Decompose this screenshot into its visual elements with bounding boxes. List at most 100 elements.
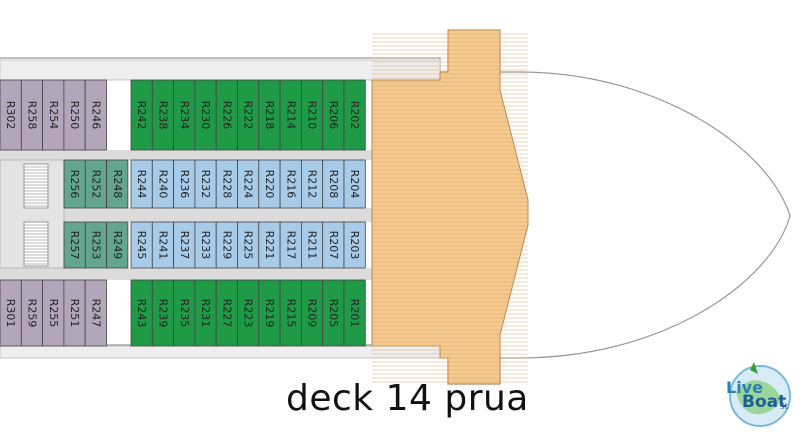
cabin-r237: R237 <box>173 221 196 269</box>
cabin-label: R232 <box>199 170 212 199</box>
cabin-label: R210 <box>306 101 319 130</box>
cabin-r229: R229 <box>215 221 238 269</box>
cabin-label: R235 <box>178 299 191 328</box>
cabin-label: R257 <box>68 231 81 260</box>
cabin-label: R238 <box>156 101 169 130</box>
cabin-r217: R217 <box>279 221 302 269</box>
cabin-r258: R258 <box>20 79 43 151</box>
cabin-r246: R246 <box>84 79 107 151</box>
cabin-r222: R222 <box>237 79 260 151</box>
globe-icon <box>729 362 791 427</box>
cabin-r220: R220 <box>258 159 281 209</box>
cabin-r238: R238 <box>151 79 175 151</box>
corridor-bottom <box>0 268 372 280</box>
cabin-r223: R223 <box>237 279 260 347</box>
cabin-label: R212 <box>306 170 319 199</box>
cabin-r256: R256 <box>63 159 86 209</box>
cabin-r203: R203 <box>343 221 366 269</box>
corridor-middle <box>0 208 372 222</box>
sundeck-planks <box>372 33 528 383</box>
cabin-label: R250 <box>68 101 81 130</box>
cabin-label: R256 <box>68 170 81 199</box>
cabin-r253: R253 <box>84 221 108 269</box>
liveboat-logo: Live Boat .it <box>718 356 798 434</box>
corridor-top <box>0 150 372 160</box>
cabin-r206: R206 <box>322 79 345 151</box>
cabin-r241: R241 <box>151 221 175 269</box>
cabin-label: R205 <box>327 299 340 328</box>
cabin-r254: R254 <box>42 79 65 151</box>
stairs <box>23 163 49 267</box>
cabin-label: R243 <box>135 299 148 328</box>
cabin-label: R222 <box>242 101 255 130</box>
cabin-r242: R242 <box>130 79 153 151</box>
cabin-r231: R231 <box>194 279 217 347</box>
cabin-label: R202 <box>348 101 361 130</box>
cabin-label: R221 <box>263 231 276 260</box>
cabin-r235: R235 <box>173 279 196 347</box>
cabin-label: R224 <box>242 170 255 199</box>
cabin-r257: R257 <box>63 221 86 269</box>
cabin-label: R216 <box>284 170 297 199</box>
cabin-label: R215 <box>284 299 297 328</box>
cabin-r227: R227 <box>215 279 238 347</box>
cabin-r221: R221 <box>258 221 281 269</box>
cabin-label: R242 <box>135 101 148 130</box>
cabin-r212: R212 <box>300 159 324 209</box>
cabin-label: R214 <box>284 101 297 130</box>
cabin-r239: R239 <box>151 279 175 347</box>
cabin-label: R219 <box>263 299 276 328</box>
cabin-r244: R244 <box>130 159 153 209</box>
cabin-label: R253 <box>89 231 102 260</box>
cabin-r249: R249 <box>106 221 129 269</box>
cabin-label: R204 <box>348 170 361 199</box>
cabin-r240: R240 <box>151 159 175 209</box>
cabin-r301: R301 <box>0 279 22 347</box>
cabin-r302: R302 <box>0 79 22 151</box>
cabin-label: R240 <box>156 170 169 199</box>
cabin-r245: R245 <box>130 221 153 269</box>
cabin-r214: R214 <box>279 79 302 151</box>
cabin-r207: R207 <box>322 221 345 269</box>
cabin-label: R259 <box>25 299 38 328</box>
cabin-label: R245 <box>135 231 148 260</box>
cabin-label: R201 <box>348 299 361 328</box>
cabin-label: R206 <box>327 101 340 130</box>
cabin-label: R217 <box>284 231 297 260</box>
cabin-label: R208 <box>327 170 340 199</box>
cabin-r208: R208 <box>322 159 345 209</box>
cabin-label: R207 <box>327 231 340 260</box>
cabin-label: R248 <box>111 170 124 199</box>
cabin-r225: R225 <box>237 221 260 269</box>
logo-word-boat: Boat <box>742 392 787 412</box>
cabin-label: R244 <box>135 170 148 199</box>
cabin-label: R258 <box>25 101 38 130</box>
cabin-r205: R205 <box>322 279 345 347</box>
cabin-label: R234 <box>178 101 191 130</box>
cabin-label: R302 <box>4 101 17 130</box>
upper-deck-strip-bottom <box>0 345 441 359</box>
cabin-r224: R224 <box>237 159 260 209</box>
cabin-label: R227 <box>220 299 233 328</box>
cabin-label: R231 <box>199 299 212 328</box>
cabin-label: R249 <box>111 231 124 260</box>
cabin-r201: R201 <box>343 279 366 347</box>
cabin-label: R255 <box>47 299 60 328</box>
cabin-r226: R226 <box>215 79 238 151</box>
cabin-r234: R234 <box>173 79 196 151</box>
cabin-label: R220 <box>263 170 276 199</box>
cabin-r215: R215 <box>279 279 302 347</box>
logo-suffix: .it <box>780 402 788 411</box>
cabin-r250: R250 <box>63 79 86 151</box>
cabin-r252: R252 <box>84 159 108 209</box>
cabin-r233: R233 <box>194 221 217 269</box>
cabin-r247: R247 <box>84 279 107 347</box>
cabin-r210: R210 <box>300 79 324 151</box>
cabin-label: R211 <box>306 231 319 260</box>
cabin-r202: R202 <box>343 79 366 151</box>
cabin-r204: R204 <box>343 159 366 209</box>
cabin-r251: R251 <box>63 279 86 347</box>
cabin-r232: R232 <box>194 159 217 209</box>
cabin-r209: R209 <box>300 279 324 347</box>
